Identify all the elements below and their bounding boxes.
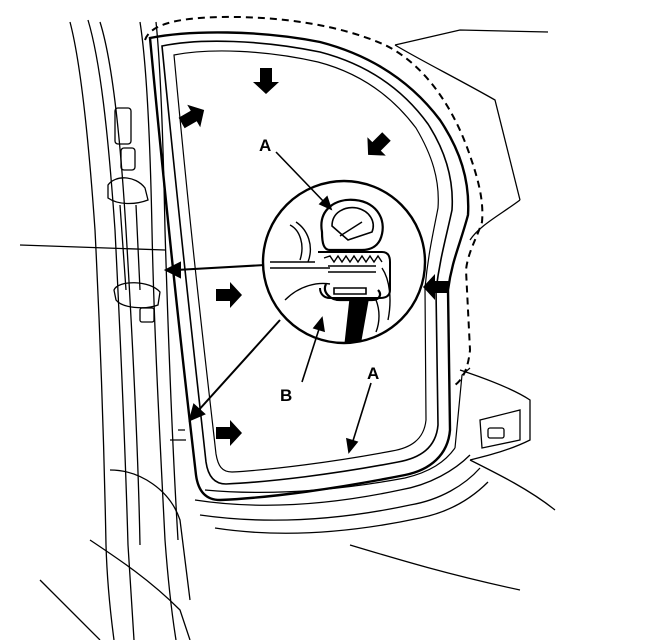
- dashed-opening-outline: [144, 15, 484, 386]
- window-frame: [148, 31, 471, 502]
- arrow-down-icon: [253, 68, 279, 94]
- label-a-top: A: [259, 136, 271, 155]
- arrow-down-right-icon: [178, 104, 205, 129]
- label-a-bottom: A: [367, 364, 379, 383]
- magnified-section: [261, 179, 427, 345]
- callout-leaders: [275, 151, 372, 454]
- arrow-right-lower-icon: [216, 420, 242, 446]
- label-b: B: [280, 386, 292, 405]
- arrow-right-icon: [216, 282, 242, 308]
- arrow-left-icon: [423, 274, 449, 300]
- body-structure: [19, 19, 556, 640]
- press-arrows: [178, 68, 449, 446]
- leader-lines: [163, 261, 281, 422]
- arrow-down-left-icon: [367, 132, 391, 156]
